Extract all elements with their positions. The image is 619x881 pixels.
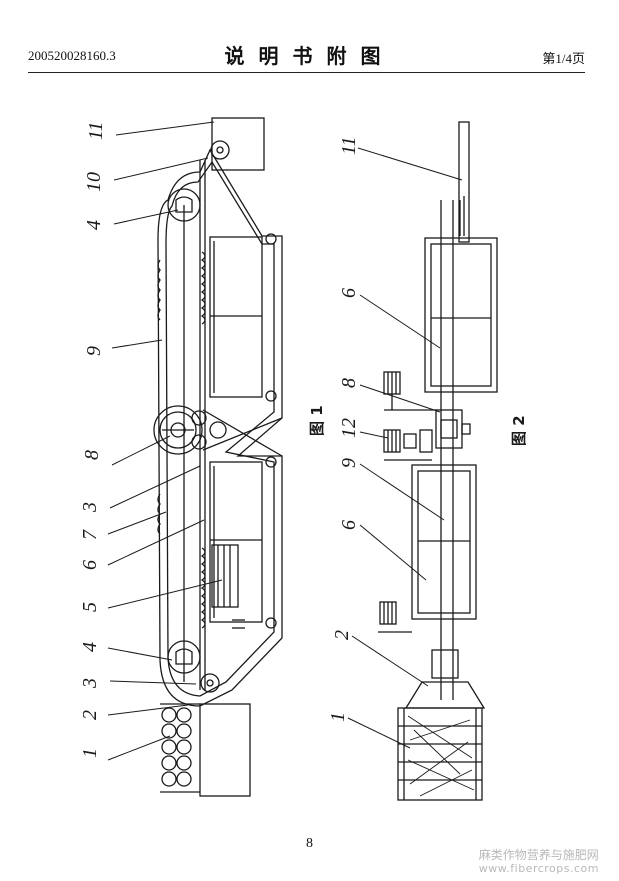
watermark-site-name: 麻类作物营养与施肥网 [478,848,599,862]
fig1-roller-4-bottom [167,640,201,674]
fig1-label-4b: 4 [83,220,105,230]
fig2-label-12: 12 [338,418,360,438]
figure-2-caption: 图 2 [510,415,528,446]
figure-2 [347,121,498,801]
fig2-label-9: 9 [338,458,360,468]
fig1-label-4a: 4 [79,642,101,652]
fig1-heater [211,544,239,608]
fig2-label-11: 11 [338,136,360,155]
header-rule [28,72,585,73]
fig1-belt-inner [165,160,275,697]
page-indicator: 第1/4页 [542,51,585,66]
fig1-chamber-upper [209,236,263,398]
fig1-label-8: 8 [81,450,103,460]
fig1-chamber-lower [209,461,263,623]
figure-1 [107,117,283,797]
fig1-label-1: 1 [79,748,101,758]
page-title: 说明书附图 [224,44,395,68]
fig2-hopper-neck [431,649,459,679]
fig1-label-6: 6 [79,560,101,570]
fig2-dryer-upper [424,237,498,393]
fig1-roller-4-top [167,188,201,222]
figure-1-caption: 图 1 [308,405,326,436]
fig2-shaft [458,121,470,243]
fig1-frame-11 [211,117,265,171]
fig1-leaders [107,121,223,761]
fig1-label-9: 9 [83,346,105,356]
fig2-fibers [407,715,475,797]
fig2-dryer-lower [411,464,477,620]
fig1-label-10: 10 [83,172,105,192]
fig1-label-7: 7 [79,529,101,540]
fig2-label-1: 1 [327,712,349,722]
fig2-bale-box [397,707,483,801]
fig1-label-3a: 3 [79,678,101,689]
watermark: 麻类作物营养与施肥网 www.fibercrops.com [479,848,599,876]
fig2-label-2: 2 [331,630,353,640]
fig1-roller-top [210,140,230,160]
fig1-label-11: 11 [85,121,107,140]
fig1-drive-wheel [153,405,203,455]
page-number: 8 [306,836,313,851]
fig1-belt-outer [157,148,283,707]
fig2-label-6b: 6 [338,520,360,530]
fig1-label-2: 2 [79,710,101,720]
fig1-label-5: 5 [79,602,101,612]
fig1-belt-ribs [157,251,206,629]
fig2-coupler [435,409,463,449]
fig2-label-6a: 6 [338,288,360,298]
fig1-bale-rolls [161,707,192,787]
fig2-label-8: 8 [338,378,360,388]
fig1-label-3b: 3 [79,502,101,513]
fig2-leaders [347,147,463,749]
watermark-url: www.fibercrops.com [478,862,599,875]
fig1-bale-box [199,703,251,797]
fig1-roller-3 [191,410,207,426]
document-number: 200520028160.3 [28,48,116,63]
fig1-roller-bottom [200,673,220,693]
fig2-hopper [404,681,486,709]
